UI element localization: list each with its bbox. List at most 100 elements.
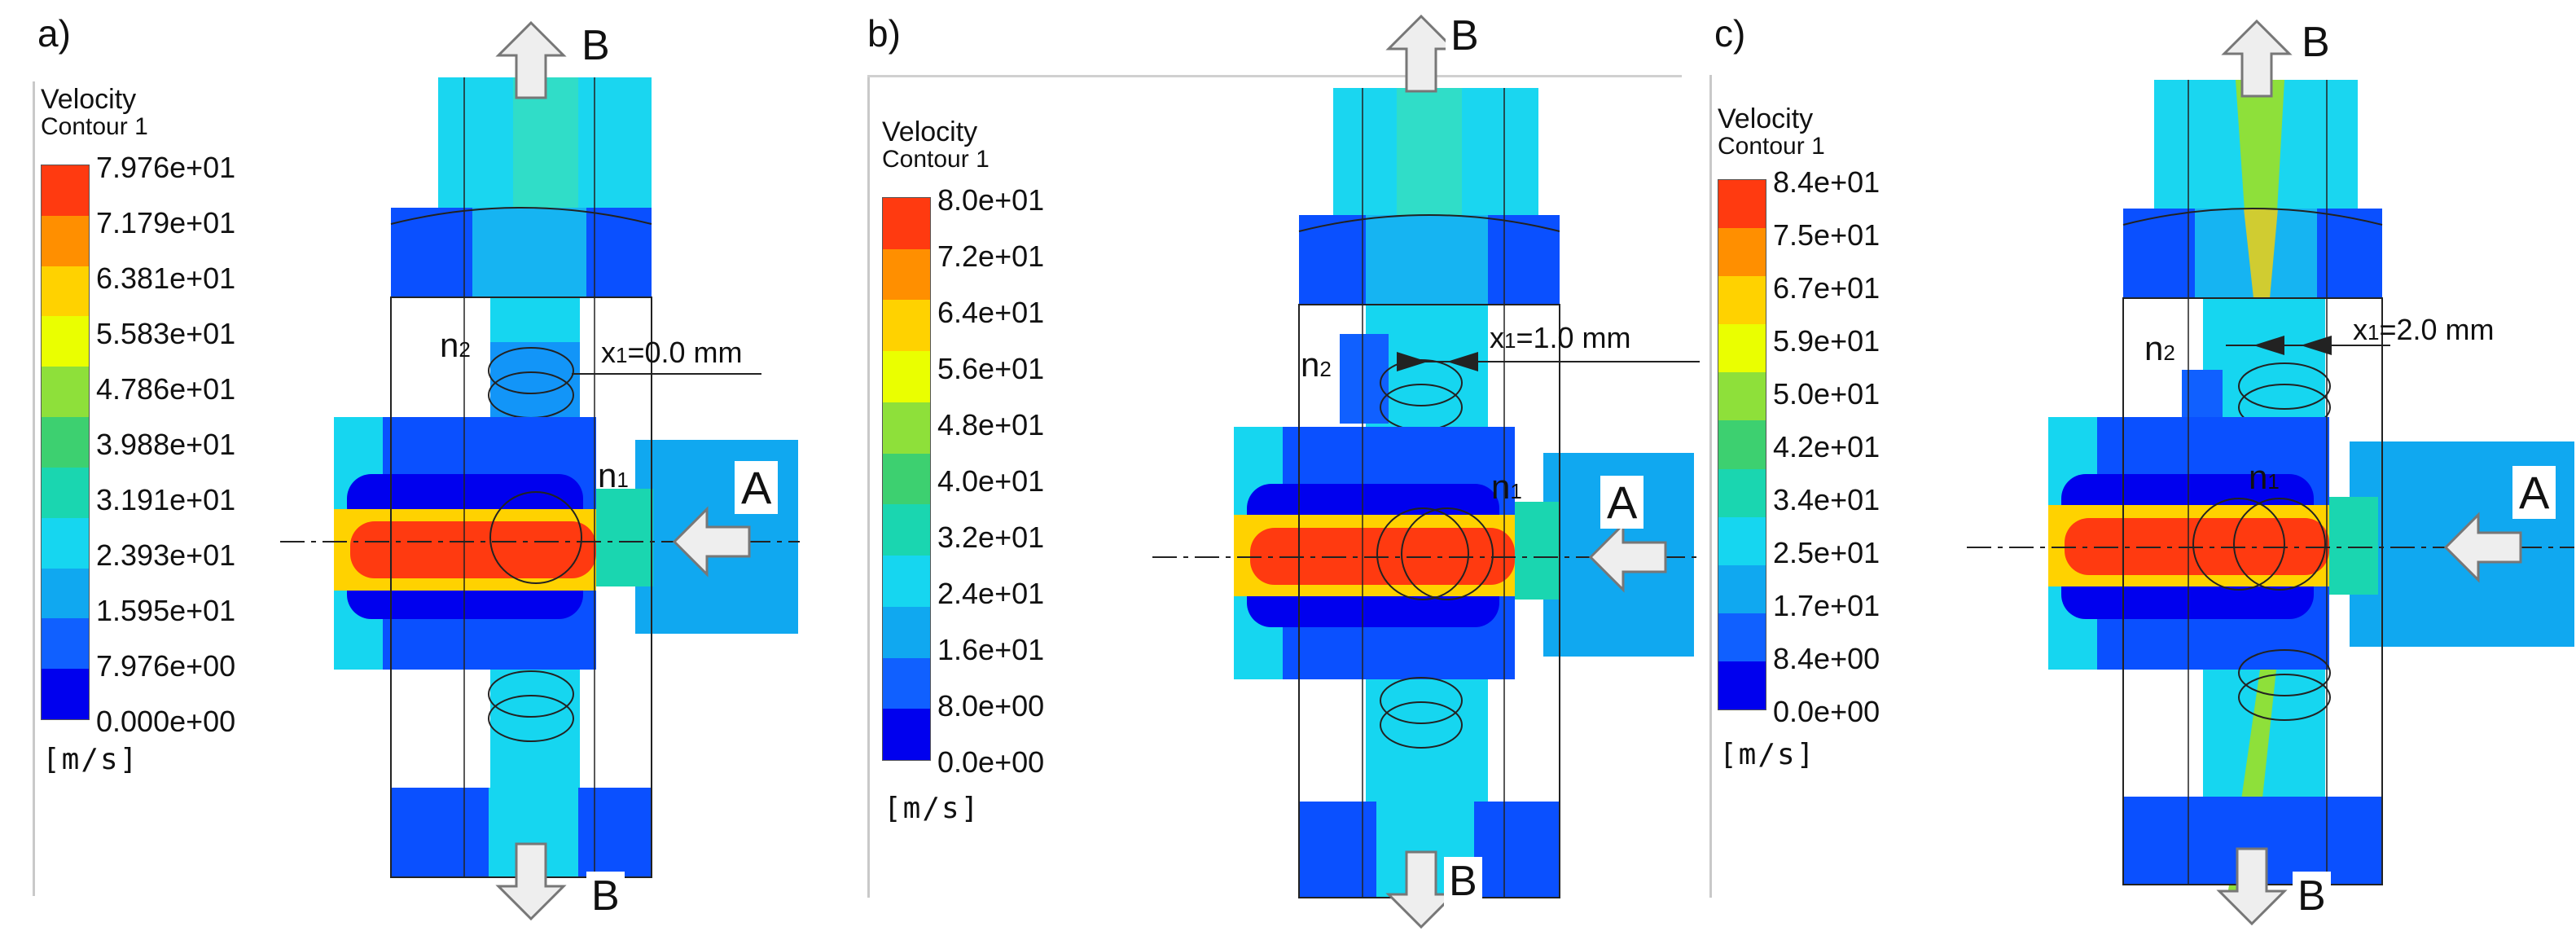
- top-jet-core: [2244, 209, 2278, 298]
- outlet-label-bottom: B: [2293, 872, 2331, 920]
- colorbar-tick-label: 6.7e+01: [1773, 271, 1880, 305]
- colorbar-swatch: [42, 669, 89, 719]
- inlet-throat: [596, 489, 653, 586]
- valve-contour-drawing: [1152, 14, 1700, 929]
- dimension-arrowhead-icon: [1447, 352, 1478, 371]
- colorbar-swatch: [42, 517, 89, 569]
- arrow-down-icon: [495, 842, 567, 921]
- colorbar-tick-label: 3.2e+01: [937, 521, 1045, 554]
- colorbar-tick-label: 3.191e+01: [96, 483, 236, 516]
- colorbar-tick-label: 8.0e+01: [937, 183, 1045, 217]
- colorbar-tick-label: 2.393e+01: [96, 538, 236, 572]
- outlet-label-top: B: [577, 21, 615, 70]
- colorbar-tick-label: 0.000e+00: [96, 705, 236, 738]
- upper-ball-outline: [2238, 362, 2331, 410]
- colorbar-swatch: [883, 300, 930, 352]
- outlet-label-bottom: B: [586, 872, 625, 920]
- colorbar-tick-label: 8.4e+00: [1773, 642, 1880, 675]
- inlet-label: A: [2512, 466, 2556, 519]
- colorbar-tick-label: 3.988e+01: [96, 428, 236, 461]
- colorbar-tick-label: 1.6e+01: [937, 633, 1045, 666]
- legend-title: Velocity: [1718, 103, 1814, 134]
- spool-circle: [2192, 498, 2285, 591]
- colorbar-swatch: [1718, 228, 1766, 277]
- panel-c: c) Velocity Contour 1 [m/s]: [1698, 0, 2576, 940]
- colorbar: [1718, 179, 1766, 710]
- colorbar-swatch: [42, 165, 89, 216]
- colorbar-tick-label: 6.4e+01: [937, 296, 1045, 329]
- colorbar-tick-label: 6.381e+01: [96, 261, 236, 295]
- colorbar: [882, 197, 931, 761]
- colorbar-tick-label: 5.6e+01: [937, 352, 1045, 385]
- x1-dimension-label: x1=2.0 mm: [2353, 313, 2495, 346]
- colorbar-swatch: [42, 618, 89, 670]
- dimension-arrowhead-icon: [2301, 336, 2332, 355]
- inlet-label: A: [735, 461, 779, 514]
- colorbar-tick-label: 0.0e+00: [1773, 695, 1880, 728]
- panel-a: a) Velocity Contour 1 [m/s]: [0, 0, 847, 940]
- legend-divider: [1709, 75, 1712, 898]
- colorbar-tick-label: 2.5e+01: [1773, 536, 1880, 569]
- arrow-up-icon: [2221, 19, 2293, 98]
- lower-ball-outline: [2238, 674, 2331, 721]
- colorbar-swatch: [883, 198, 930, 249]
- arrow-left-icon: [672, 506, 751, 578]
- colorbar-tick-label: 7.179e+01: [96, 206, 236, 239]
- colorbar-swatch: [1718, 372, 1766, 421]
- colorbar-tick-label: 7.976e+01: [96, 151, 236, 184]
- colorbar-tick-label: 1.7e+01: [1773, 589, 1880, 622]
- spool-circle-shifted: [2233, 498, 2326, 591]
- colorbar-swatch: [883, 556, 930, 607]
- lower-ball-outline: [488, 695, 574, 742]
- colorbar-swatch: [42, 417, 89, 468]
- flange-arc: [1298, 214, 1560, 232]
- lower-ball-outline: [2238, 649, 2331, 696]
- flange-arc: [390, 207, 652, 225]
- colorbar-tick-label: 4.0e+01: [937, 464, 1045, 498]
- colorbar-swatch: [883, 351, 930, 402]
- colorbar-tick-label: 7.5e+01: [1773, 218, 1880, 252]
- colorbar-swatch: [1718, 516, 1766, 565]
- colorbar-swatch: [42, 568, 89, 619]
- node-label-n1: n1: [1491, 468, 1522, 506]
- bottom-neck: [1366, 679, 1488, 802]
- outlet-label-top: B: [1446, 11, 1484, 60]
- colorbar-tick-label: 4.786e+01: [96, 372, 236, 406]
- colorbar-tick-label: 7.976e+00: [96, 649, 236, 683]
- spool-circle: [489, 491, 582, 584]
- colorbar-swatch: [42, 467, 89, 518]
- unit-label: [m/s]: [42, 743, 139, 776]
- colorbar-tick-label: 0.0e+00: [937, 745, 1045, 779]
- lower-ball-outline: [1380, 701, 1463, 749]
- node-label-n2: n2: [1301, 345, 1332, 384]
- outlet-label-top: B: [2297, 18, 2335, 67]
- node-label-n1: n1: [598, 456, 629, 494]
- panel-b: b) Velocity Contour 1 [m/s]: [851, 0, 1706, 940]
- lower-ball-outline: [488, 670, 574, 718]
- colorbar-swatch: [1718, 661, 1766, 710]
- dimension-arrowhead-icon: [2253, 336, 2284, 355]
- valve-contour-drawing: [280, 20, 800, 921]
- colorbar-swatch: [883, 504, 930, 556]
- n2-pocket: [490, 342, 580, 424]
- unit-label: [m/s]: [1719, 738, 1816, 771]
- colorbar-swatch: [1718, 180, 1766, 229]
- colorbar-tick-label: 5.9e+01: [1773, 324, 1880, 358]
- colorbar-tick-label: 2.4e+01: [937, 577, 1045, 610]
- panel-letter: c): [1714, 12, 1746, 55]
- colorbar-swatch: [42, 316, 89, 367]
- inlet-throat: [1515, 502, 1560, 600]
- colorbar-tick-label: 4.8e+01: [937, 408, 1045, 441]
- panel-letter: a): [37, 12, 71, 55]
- arrow-down-icon: [2216, 847, 2288, 926]
- colorbar-swatch: [1718, 613, 1766, 661]
- legend-divider: [33, 81, 35, 896]
- colorbar-swatch: [42, 266, 89, 317]
- colorbar: [41, 165, 90, 720]
- colorbar-swatch: [883, 657, 930, 709]
- legend-title: Velocity: [41, 84, 137, 115]
- colorbar-tick-label: 5.0e+01: [1773, 377, 1880, 411]
- colorbar-tick-label: 1.595e+01: [96, 594, 236, 627]
- spool-circle-shifted: [1401, 507, 1494, 600]
- panel-letter: b): [867, 12, 901, 55]
